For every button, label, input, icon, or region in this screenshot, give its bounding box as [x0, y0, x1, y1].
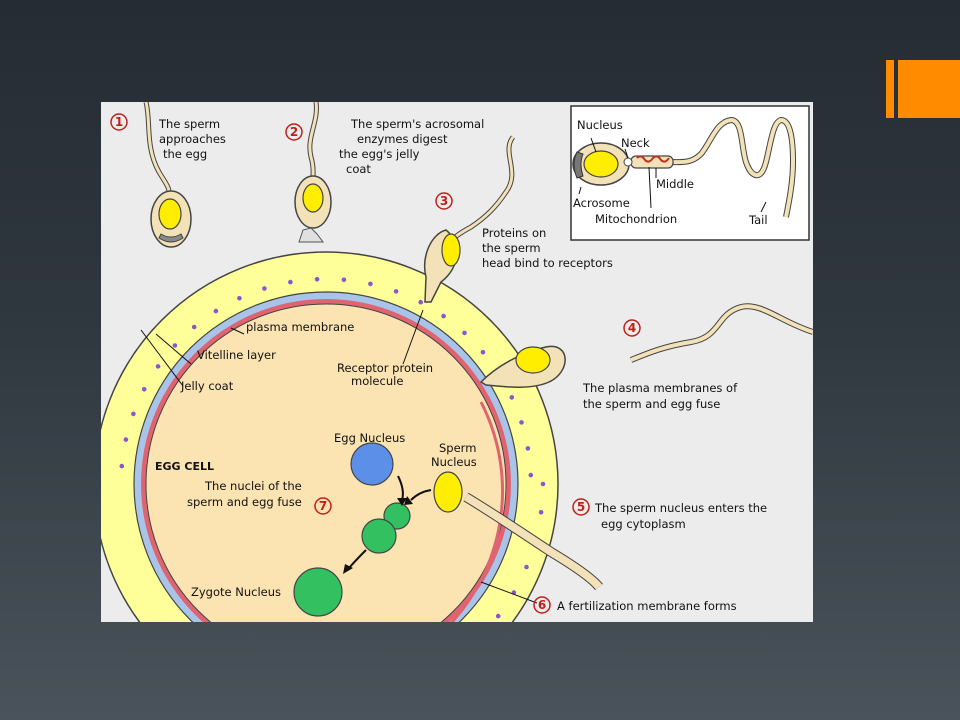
receptor-dot: [528, 472, 534, 478]
receptor-dot: [525, 446, 531, 451]
step-4-caption: The plasma membranes of the sperm and eg…: [582, 381, 741, 411]
step-6-caption: A fertilization membrane forms: [557, 599, 737, 613]
accent-block: [898, 60, 960, 118]
receptor-dot: [462, 330, 467, 336]
inset-middle-label: Middle: [656, 177, 694, 191]
step-6-number: 6: [538, 598, 546, 612]
vitelline-layer-label: Vitelline layer: [197, 348, 276, 362]
receptor-dot: [123, 437, 129, 442]
receptor-dot: [393, 289, 399, 294]
receptor-dot: [368, 281, 373, 287]
sperm-5-tail: [433, 471, 603, 591]
step-1-caption: The sperm approaches the egg: [158, 117, 230, 161]
zygote-nucleus: [293, 567, 343, 617]
zygote-nucleus-label: Zygote Nucleus: [191, 585, 281, 599]
step-2-caption: The sperm's acrosomal enzymes digest the…: [339, 117, 488, 176]
fertilization-membrane: [449, 401, 505, 622]
fertilization-diagram: 1 2 3 4 5 6 7 The sperm approaches the e…: [101, 102, 813, 622]
receptor-dot: [538, 510, 544, 515]
receptor-dot: [172, 343, 178, 348]
inset-mitochondrion-label: Mitochondrion: [595, 212, 677, 226]
receptor-dot: [288, 279, 293, 285]
receptor-dot: [262, 286, 267, 291]
step-number-markers: [110, 113, 641, 614]
inset-acrosome-label: Acrosome: [573, 196, 630, 210]
receptor-dot: [495, 613, 501, 619]
fusing-nuclei: [361, 502, 411, 554]
receptor-dot: [155, 364, 161, 369]
receptor-dot: [519, 420, 524, 425]
receptor-dot: [213, 308, 219, 314]
egg-nucleus: [350, 442, 394, 486]
step-7-caption: The nuclei of the sperm and egg fuse: [187, 479, 305, 509]
receptor-dot: [191, 324, 197, 330]
receptor-protein-label: Receptor protein molecule: [337, 361, 437, 388]
sperm-anatomy-inset: [570, 105, 810, 241]
sperm-4: [479, 303, 813, 388]
step-4-number: 4: [628, 321, 636, 335]
cytoplasm: [145, 303, 507, 622]
receptor-dot: [131, 411, 136, 417]
step-5-number: 5: [577, 500, 585, 514]
accent-bar: [886, 60, 894, 118]
step-5-caption: The sperm nucleus enters the egg cytopla…: [594, 501, 771, 531]
step-3-number: 3: [440, 194, 448, 208]
egg-cell-label: EGG CELL: [155, 460, 214, 473]
receptor-dot: [524, 564, 529, 570]
receptor-dot: [119, 463, 125, 469]
step-7-number: 7: [319, 499, 327, 513]
receptor-dot: [509, 395, 515, 400]
inset-neck-label: Neck: [621, 136, 650, 150]
sperm-3: [424, 135, 516, 303]
step-2-number: 2: [290, 125, 298, 139]
plasma-membrane-label: plasma membrane: [246, 320, 354, 334]
step-3-caption: Proteins on the sperm head bind to recep…: [482, 226, 613, 270]
receptor-dot: [141, 387, 147, 392]
leader-lines: [140, 309, 538, 604]
sperm-nucleus-label: Sperm Nucleus: [431, 441, 480, 469]
receptor-dots: [119, 276, 546, 619]
jelly-coat-label: Jelly coat: [180, 379, 234, 393]
receptor-dot: [441, 313, 446, 319]
receptor-dot: [480, 349, 486, 355]
receptor-dot: [314, 276, 320, 282]
sperm-2: [294, 102, 332, 243]
egg-nucleus-label: Egg Nucleus: [334, 431, 405, 445]
receptor-dot: [540, 481, 546, 487]
receptor-dot: [237, 295, 242, 301]
sperm-1: [143, 102, 192, 248]
inset-nucleus-label: Nucleus: [577, 118, 623, 132]
receptor-dot: [341, 277, 347, 283]
receptor-dot: [418, 299, 424, 305]
inset-tail-label: Tail: [748, 213, 768, 227]
diagram-canvas: 1 2 3 4 5 6 7 The sperm approaches the e…: [101, 102, 813, 622]
step-1-number: 1: [115, 115, 123, 129]
